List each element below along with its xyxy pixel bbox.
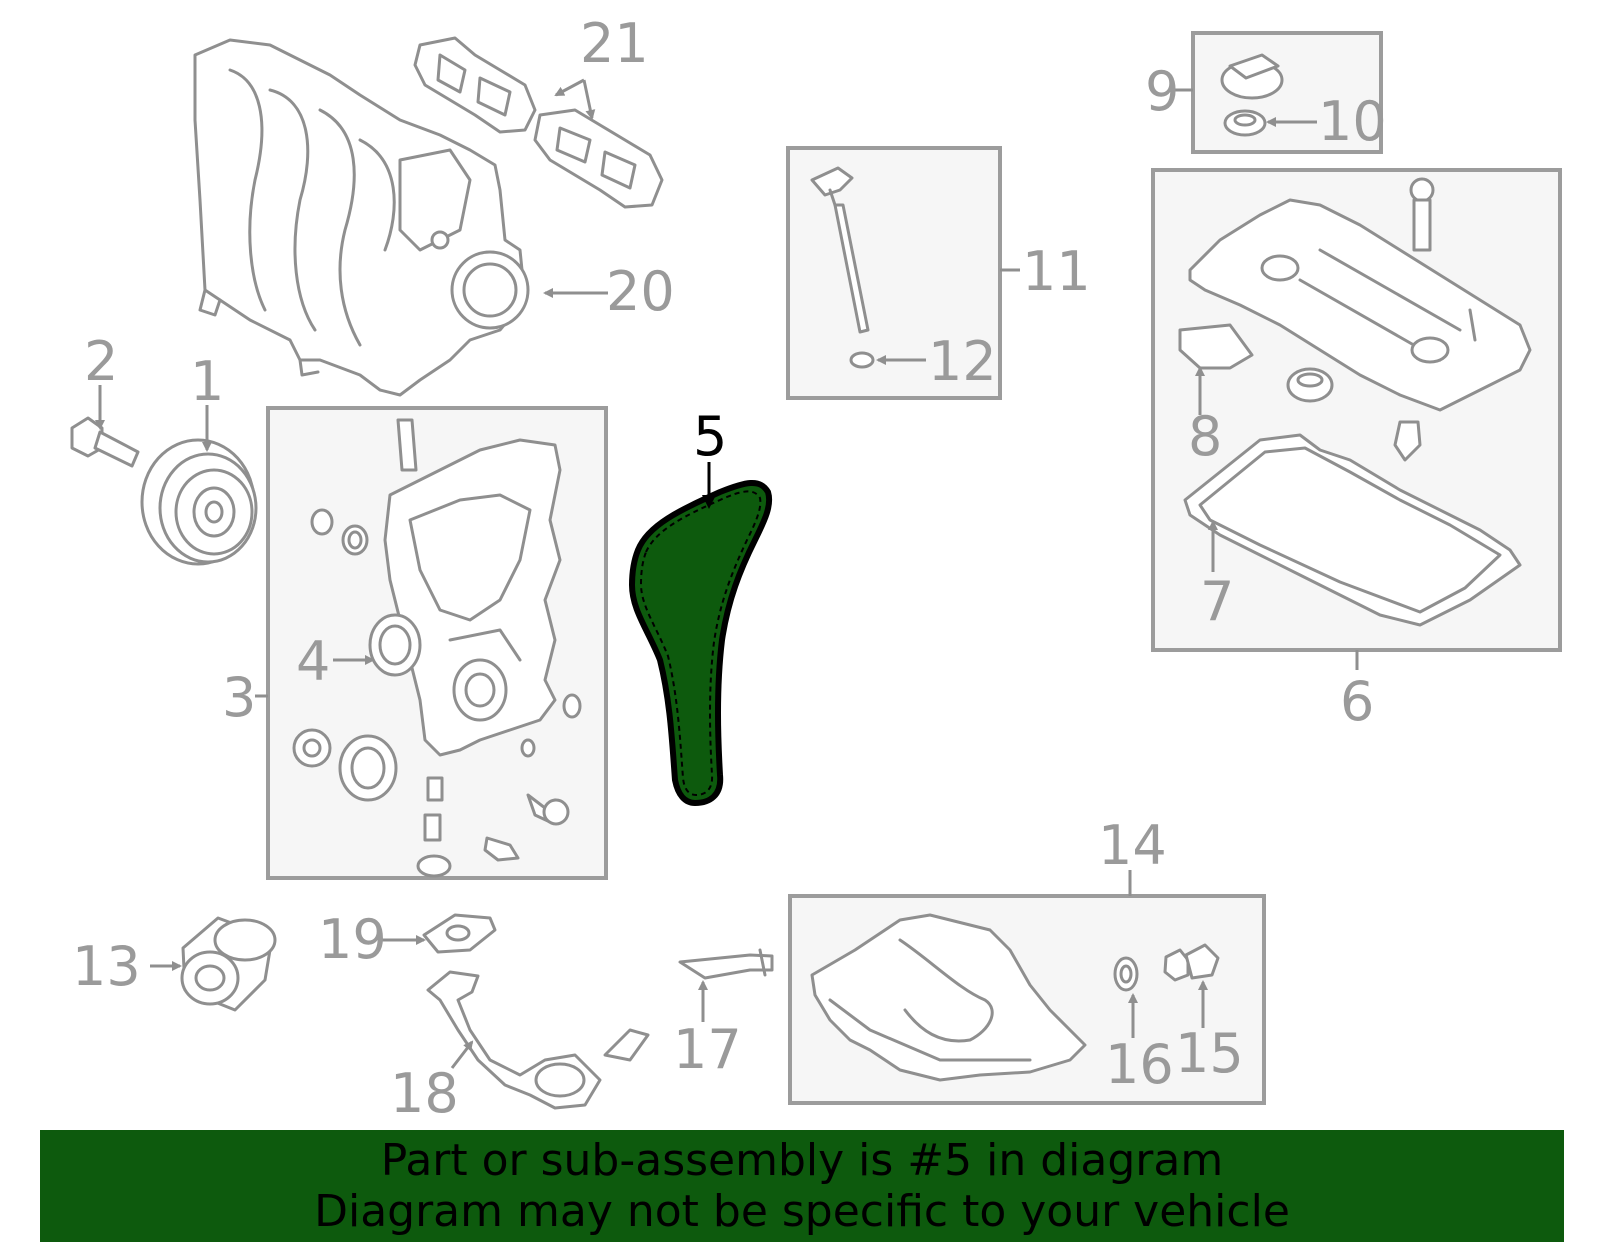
callout-3: 3 [222, 666, 256, 729]
rotor-seal-part [338, 734, 398, 802]
callout-20: 20 [606, 260, 675, 323]
callout-15: 15 [1175, 1022, 1244, 1085]
oil-strainer-part [426, 970, 650, 1110]
callout-16: 16 [1105, 1033, 1174, 1096]
highlight-notice-banner: Part or sub-assembly is #5 in diagram Di… [40, 1130, 1564, 1242]
callout-11: 11 [1022, 240, 1091, 303]
cover-hardware-part [416, 693, 582, 878]
dipstick-part [810, 166, 875, 369]
sprocket-part [292, 728, 332, 768]
callout-9: 9 [1145, 60, 1179, 123]
leader-lines [95, 78, 1359, 1069]
callout-4: 4 [296, 630, 330, 693]
front-seal-part [368, 613, 422, 677]
timing-chain-highlighted [629, 480, 773, 806]
banner-line-1: Part or sub-assembly is #5 in diagram [380, 1135, 1224, 1186]
callout-17: 17 [673, 1018, 742, 1081]
cap-gasket-part [1178, 323, 1254, 370]
callout-10: 10 [1318, 90, 1387, 153]
dowel-pin-part [396, 418, 418, 472]
oil-filter-part [180, 916, 277, 1012]
level-sensor-part [678, 948, 774, 980]
callout-19: 19 [318, 908, 387, 971]
callout-2: 2 [84, 330, 118, 393]
valve-cover-part [1188, 198, 1532, 412]
drain-washer-part [1113, 956, 1139, 992]
timing-cover-part [383, 438, 562, 757]
callout-5: 5 [693, 405, 727, 468]
intake-manifold-part [193, 38, 530, 397]
callout-21: 21 [580, 12, 649, 75]
callout-6: 6 [1340, 670, 1374, 733]
strainer-gasket-part [422, 913, 497, 954]
callout-labels: 21 20 2 1 4 3 5 11 12 9 10 8 7 6 13 19 1… [72, 12, 1387, 1125]
callout-1: 1 [190, 350, 224, 413]
callout-14: 14 [1098, 814, 1167, 877]
pcv-valve-part [1409, 177, 1435, 252]
crankshaft-pulley-part [140, 438, 258, 566]
sensor-part [1393, 420, 1422, 462]
oil-filler-cap-part [1220, 53, 1284, 137]
oil-pan-part [810, 913, 1087, 1082]
callout-12: 12 [928, 330, 997, 393]
banner-line-2: Diagram may not be specific to your vehi… [314, 1186, 1290, 1237]
crank-bolt-part [70, 416, 140, 468]
callout-18: 18 [390, 1062, 459, 1125]
callout-8: 8 [1188, 405, 1222, 468]
plug-seal-part [1286, 367, 1334, 403]
intake-gaskets-part [413, 36, 664, 209]
callout-7: 7 [1200, 570, 1234, 633]
small-orings-part [310, 508, 369, 556]
oil-cap-box [1191, 31, 1383, 154]
callout-13: 13 [72, 935, 141, 998]
drain-plug-part [1163, 943, 1220, 982]
valve-cover-gasket-part [1183, 433, 1522, 627]
